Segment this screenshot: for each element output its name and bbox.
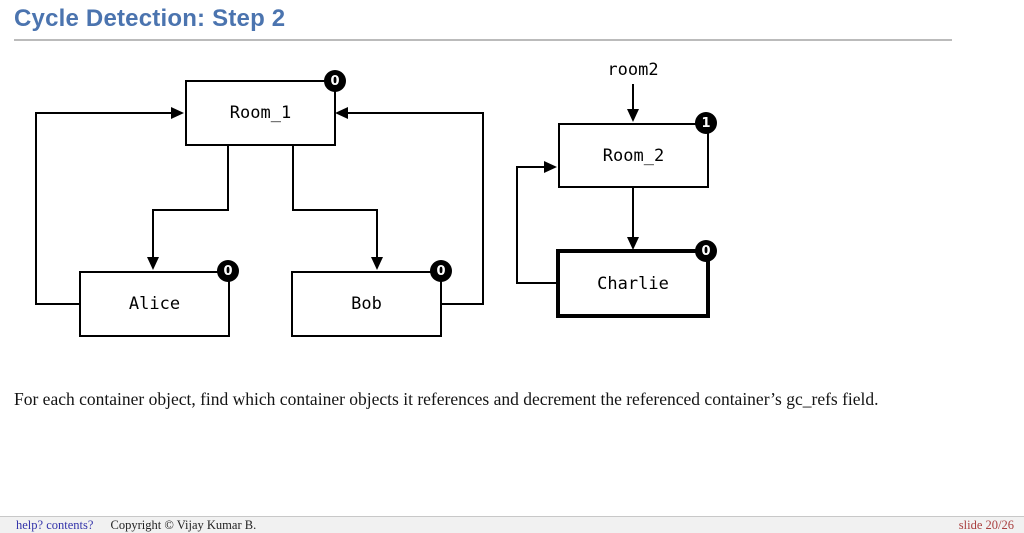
- external-ref-label: room2: [607, 60, 659, 80]
- gc-refs-badge-charlie: 0: [695, 240, 717, 262]
- gc-refs-badge-room1: 0: [324, 70, 346, 92]
- edge-bob-room1: [347, 112, 484, 305]
- slide-note: For each container object, find which co…: [14, 389, 879, 409]
- node-alice-label: Alice: [128, 294, 181, 314]
- help-link[interactable]: help?: [16, 518, 44, 532]
- node-bob-label: Bob: [351, 294, 382, 314]
- copyright-text: Copyright © Vijay Kumar B.: [110, 518, 257, 532]
- node-alice: Alice: [79, 271, 230, 337]
- edge-room1-bob: [292, 145, 378, 258]
- arrowhead-room1-alice: [147, 257, 159, 270]
- gc-refs-badge-bob: 0: [430, 260, 452, 282]
- arrowhead-charlie-room2: [544, 161, 557, 173]
- node-room1-label: Room_1: [229, 103, 292, 123]
- edge-charlie-room2: [516, 166, 557, 284]
- node-charlie-label: Charlie: [597, 273, 669, 294]
- node-room1: Room_1: [185, 80, 336, 146]
- arrowhead-alice-room1: [171, 107, 184, 119]
- gc-refs-badge-room2: 1: [695, 112, 717, 134]
- arrowhead-room1-bob: [371, 257, 383, 270]
- title-divider: [14, 39, 952, 41]
- gc-refs-badge-alice: 0: [217, 260, 239, 282]
- node-bob: Bob: [291, 271, 442, 337]
- edge-room1-alice: [152, 145, 229, 258]
- footer-left: help? contents? Copyright © Vijay Kumar …: [16, 517, 256, 533]
- arrowhead-room2var-room2: [627, 109, 639, 122]
- edge-alice-room1: [35, 112, 172, 305]
- page-title: Cycle Detection: Step 2: [14, 5, 286, 32]
- slide-number: slide 20/26: [958, 518, 1014, 532]
- contents-link[interactable]: contents?: [46, 518, 94, 532]
- footer-bar: help? contents? Copyright © Vijay Kumar …: [0, 516, 1024, 533]
- node-charlie: Charlie: [556, 249, 710, 318]
- arrowhead-room2-charlie: [627, 237, 639, 250]
- node-room2-label: Room_2: [602, 145, 665, 166]
- arrowhead-bob-room1: [335, 107, 348, 119]
- node-room2: Room_2: [558, 123, 709, 188]
